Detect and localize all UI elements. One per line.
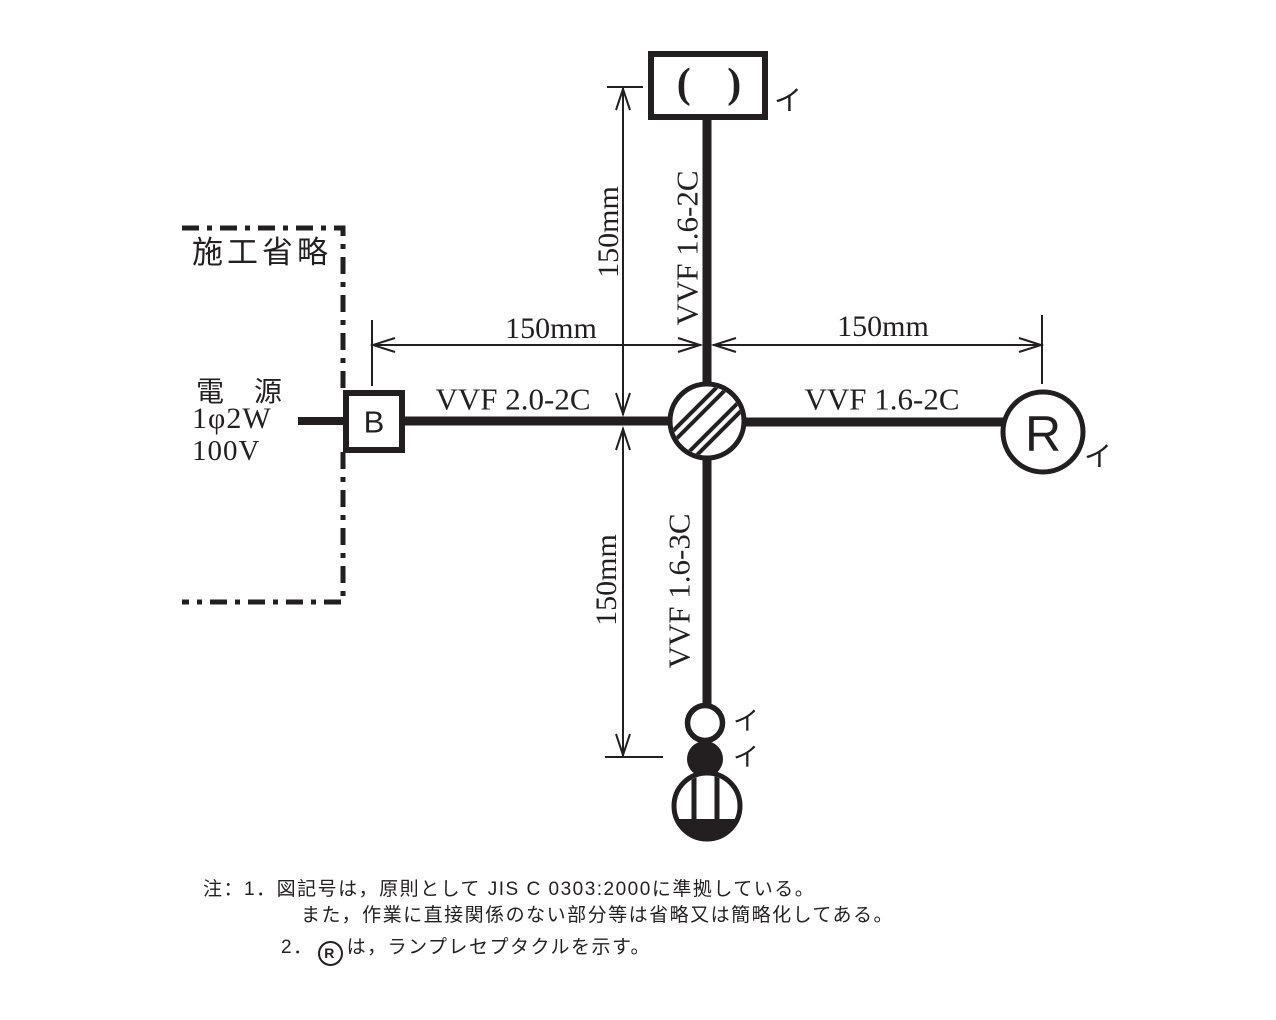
circuit-mark-pilot: イ [732, 707, 760, 736]
ceiling-fixture-box-symbol [648, 51, 768, 120]
ceiling-fixture-parens: ( ) [676, 61, 742, 107]
switch-symbol [687, 741, 723, 777]
cable-label-right: VVF 1.6-2C [804, 381, 960, 417]
note-item2-text: は，ランプレセプタクルを示す。 [346, 937, 652, 958]
cable-label-bottom: VVF 1.6-3C [661, 513, 697, 669]
dimension-label-top: 150mm [592, 186, 625, 278]
dim-arrow-bottom-up [615, 425, 631, 451]
circuit-mark-fixture: イ [773, 86, 803, 117]
dim-arrow-top-down [615, 392, 631, 418]
note-item2-number: 2． [281, 937, 314, 958]
dim-arrow-right-outer [1018, 337, 1045, 353]
breaker-box-symbol [343, 390, 405, 453]
dimension-label-left: 150mm [505, 312, 597, 345]
power-source-label-line3: 100V [192, 435, 261, 467]
omission-box-border [182, 225, 346, 605]
dim-arrow-right-inner [710, 337, 737, 353]
cable-label-left: VVF 2.0-2C [435, 381, 591, 417]
power-source-label-line2: 1φ2W [192, 402, 272, 435]
power-source-label-line1: 電 源 [196, 377, 284, 408]
dim-arrow-bottom-down [615, 733, 631, 759]
outlet-symbol [671, 770, 743, 842]
dim-arrow-top-up [615, 85, 631, 111]
circuit-mark-receptacle: イ [1083, 442, 1113, 473]
lamp-receptacle-symbol [1000, 389, 1086, 475]
note-line-2: また，作業に直接関係のない部分等は省略又は簡略化してある。 [301, 905, 894, 926]
dim-arrow-left-inner [677, 337, 704, 353]
dimension-label-bottom: 150mm [590, 534, 623, 626]
pilot-lamp-symbol [684, 702, 726, 744]
receptacle-letter: R [1024, 406, 1062, 462]
dim-arrow-left-outer [369, 337, 396, 353]
junction-box-symbol [667, 381, 747, 461]
cable-label-top: VVF 1.6-2C [669, 170, 705, 326]
note-line-1: 注：1．図記号は，原則として JIS C 0303:2000に準拠している。 [203, 879, 816, 900]
omission-box-label: 施工省略 [192, 235, 332, 270]
circuit-mark-switch: イ [732, 743, 760, 772]
circled-r-symbol: R [317, 940, 343, 966]
dimension-label-right: 150mm [837, 310, 929, 343]
breaker-letter: B [363, 404, 385, 440]
